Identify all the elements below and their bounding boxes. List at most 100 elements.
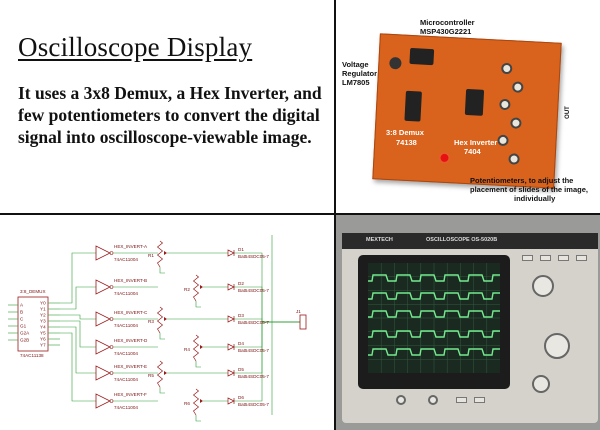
resistor-zigzag bbox=[156, 240, 164, 268]
diode-part: Bat54SDC05-7 bbox=[238, 288, 269, 293]
potentiometers-label-3: individually bbox=[514, 194, 556, 203]
demux-label: 3:8 Demux bbox=[386, 128, 424, 137]
output-label: J1 bbox=[296, 309, 301, 314]
resistor-label: R2 bbox=[184, 287, 190, 292]
regulator-chip bbox=[389, 56, 402, 70]
resistor-zigzag bbox=[192, 388, 200, 416]
timebase-knob[interactable] bbox=[532, 375, 550, 393]
wire bbox=[195, 415, 201, 422]
slide-title: Oscilloscope Display bbox=[18, 32, 253, 62]
scope-brand: MEXTECH bbox=[366, 237, 393, 243]
demux-pin-label: Y5 bbox=[40, 331, 46, 336]
resistor-zigzag bbox=[156, 360, 164, 388]
inverter-symbols: HEX_INVERT-A74AC11004HEX_INVERT-B74AC110… bbox=[95, 244, 148, 410]
scope-button[interactable] bbox=[522, 255, 533, 261]
resistor-label: R1 bbox=[148, 253, 154, 258]
text-panel: Oscilloscope Display It uses a 3x8 Demux… bbox=[0, 0, 334, 213]
scope-button[interactable] bbox=[474, 397, 485, 403]
potentiometer bbox=[500, 62, 513, 75]
demux-pin-label: Y6 bbox=[40, 337, 46, 342]
resistor-wiper bbox=[164, 371, 167, 375]
scope-waveform bbox=[368, 348, 509, 356]
potentiometer bbox=[497, 134, 509, 147]
demux-chip bbox=[404, 90, 422, 122]
vertical-divider bbox=[334, 0, 336, 430]
resistor-wiper bbox=[200, 399, 203, 403]
diode-part: Bat54SDC05-7 bbox=[238, 374, 269, 379]
wire bbox=[60, 314, 96, 320]
scope-button[interactable] bbox=[558, 255, 569, 261]
inverter-bubble bbox=[109, 345, 114, 349]
scope-waveform bbox=[368, 292, 509, 300]
demux-name-label: 3:8_DEMUX bbox=[20, 289, 46, 294]
inverter-bubble bbox=[109, 285, 114, 289]
demux-part-label: 74138 bbox=[396, 138, 417, 147]
resistor-zigzag bbox=[192, 334, 200, 362]
demux-pin-label: Y4 bbox=[40, 325, 46, 330]
inverter-name: HEX_INVERT-F bbox=[114, 392, 147, 397]
intensity-knob[interactable] bbox=[428, 395, 438, 405]
diode-symbols: D1Bat54SDC05-7D2Bat54SDC05-7D3Bat54SDC05… bbox=[227, 247, 269, 407]
diode-name: D5 bbox=[238, 367, 244, 372]
inverter-name: HEX_INVERT-B bbox=[114, 278, 147, 283]
position-knob[interactable] bbox=[532, 275, 554, 297]
demux-pin-label: G2B bbox=[20, 338, 29, 343]
wire bbox=[159, 267, 165, 274]
diode-name: D1 bbox=[238, 247, 244, 252]
demux-pin-label: Y3 bbox=[40, 319, 46, 324]
wire bbox=[234, 321, 300, 402]
schematic-wires bbox=[60, 235, 300, 422]
inverter-name: HEX_INVERT-D bbox=[114, 338, 148, 343]
demux-pin-label: C bbox=[20, 317, 24, 322]
oscilloscope-photo: MEXTECH OSCILLOSCOPE OS-5020B bbox=[336, 215, 600, 430]
inverter-bubble bbox=[109, 251, 114, 255]
diode-triangle bbox=[227, 283, 235, 291]
inverter-bubble bbox=[109, 399, 114, 403]
inverter-part-label: 7404 bbox=[464, 147, 481, 156]
inverter-chip bbox=[464, 88, 485, 116]
regulator-part-label: LM7805 bbox=[342, 78, 370, 87]
inverter-part: 74AC11004 bbox=[114, 257, 138, 262]
wire bbox=[60, 286, 96, 310]
inverter-triangle bbox=[95, 339, 111, 355]
demux-pin-label: Y1 bbox=[40, 307, 46, 312]
microcontroller-label: Microcontroller bbox=[420, 18, 475, 27]
volts-div-knob[interactable] bbox=[544, 333, 570, 359]
diode-triangle bbox=[227, 249, 235, 257]
scope-button[interactable] bbox=[456, 397, 467, 403]
inverter-triangle bbox=[95, 279, 111, 295]
diode-triangle bbox=[227, 343, 235, 351]
scope-button[interactable] bbox=[540, 255, 551, 261]
wire bbox=[60, 252, 96, 304]
inverter-name: HEX_INVERT-C bbox=[114, 310, 148, 315]
out-label: OUT bbox=[564, 106, 571, 119]
focus-knob[interactable] bbox=[396, 395, 406, 405]
demux-pin-label: G1 bbox=[20, 324, 27, 329]
resistor-wiper bbox=[200, 285, 203, 289]
wire bbox=[195, 301, 201, 308]
inverter-name: HEX_INVERT-A bbox=[114, 244, 148, 249]
potentiometer bbox=[512, 81, 524, 93]
resistor-wiper bbox=[164, 317, 167, 321]
potentiometer bbox=[499, 98, 511, 111]
diode-name: D6 bbox=[238, 395, 244, 400]
demux-pin-label: A bbox=[20, 303, 24, 308]
slide-description: It uses a 3x8 Demux, a Hex Inverter, and… bbox=[18, 83, 322, 147]
scope-trace bbox=[368, 263, 509, 373]
resistor-wiper bbox=[164, 251, 167, 255]
diode-name: D4 bbox=[238, 341, 244, 346]
demux-pin-label: B bbox=[20, 310, 23, 315]
inverter-triangle bbox=[95, 245, 111, 261]
wire bbox=[60, 332, 96, 402]
scope-button[interactable] bbox=[576, 255, 587, 261]
resistor-zigzag bbox=[192, 274, 200, 302]
inverter-bubble bbox=[109, 317, 114, 321]
pcb-board bbox=[372, 33, 562, 189]
wire bbox=[60, 326, 96, 374]
regulator-label-2: Regulator bbox=[342, 69, 378, 78]
